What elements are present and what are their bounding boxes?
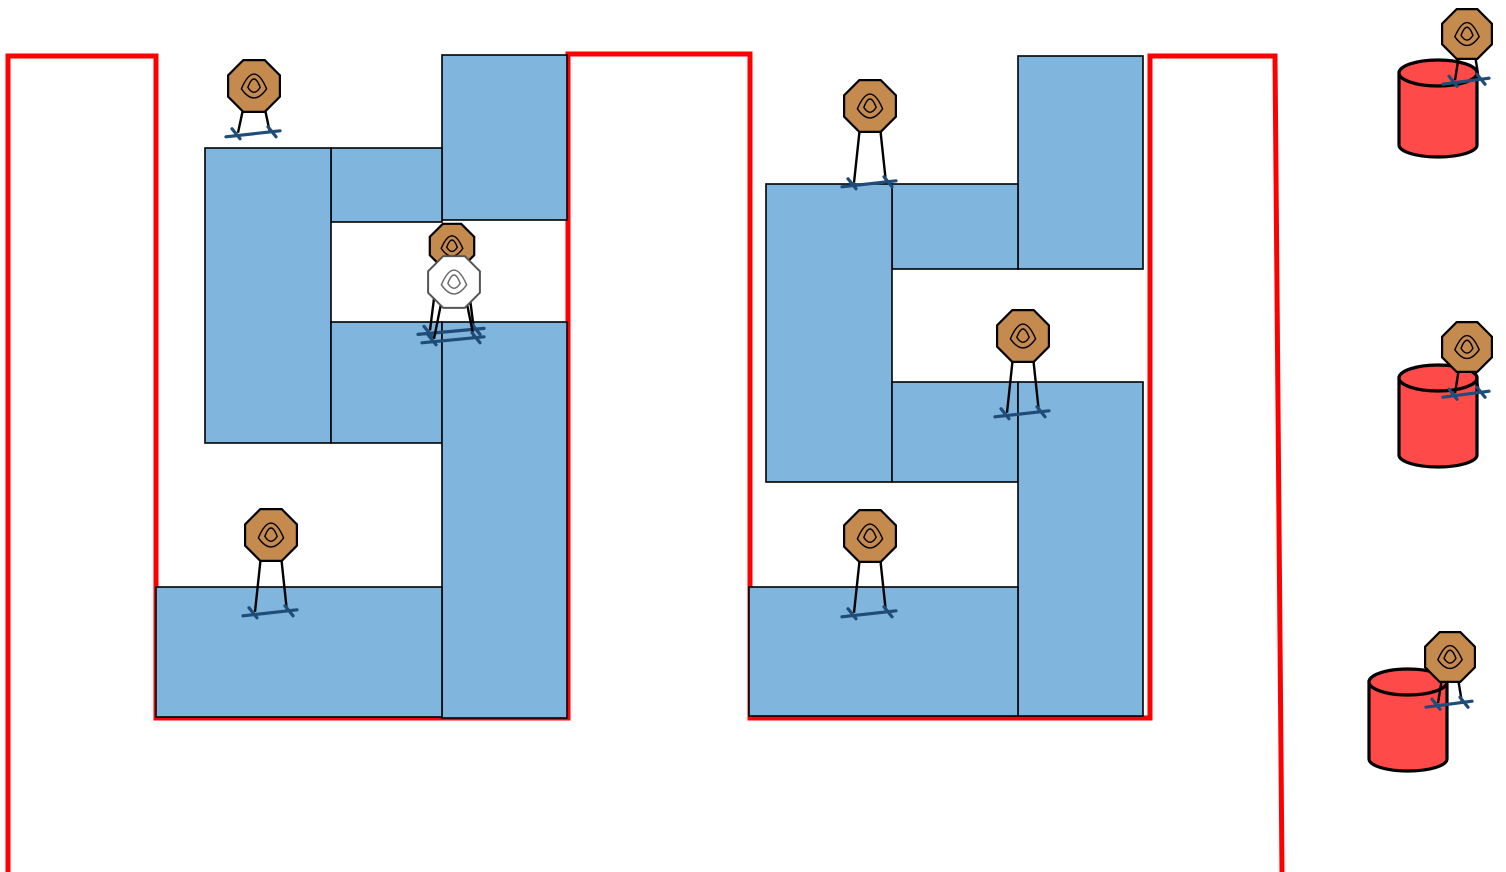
cover-block: [1018, 382, 1143, 716]
cover-block: [442, 322, 567, 718]
cover-block: [331, 322, 442, 443]
cover-block: [331, 148, 442, 222]
cover-block: [1018, 56, 1143, 269]
bay-2-cover: [749, 56, 1143, 716]
cover-block: [892, 382, 1018, 482]
barrel: [1399, 365, 1477, 467]
steel-target-icon: [226, 60, 280, 139]
cover-block: [442, 55, 567, 220]
cover-block: [766, 184, 892, 482]
barrel: [1399, 60, 1477, 157]
cover-block: [205, 148, 331, 443]
cover-block: [892, 184, 1018, 269]
barrel: [1369, 669, 1447, 771]
bay-1-cover: [156, 55, 567, 718]
steel-target-icon: [842, 80, 896, 189]
cover-block: [156, 587, 442, 717]
